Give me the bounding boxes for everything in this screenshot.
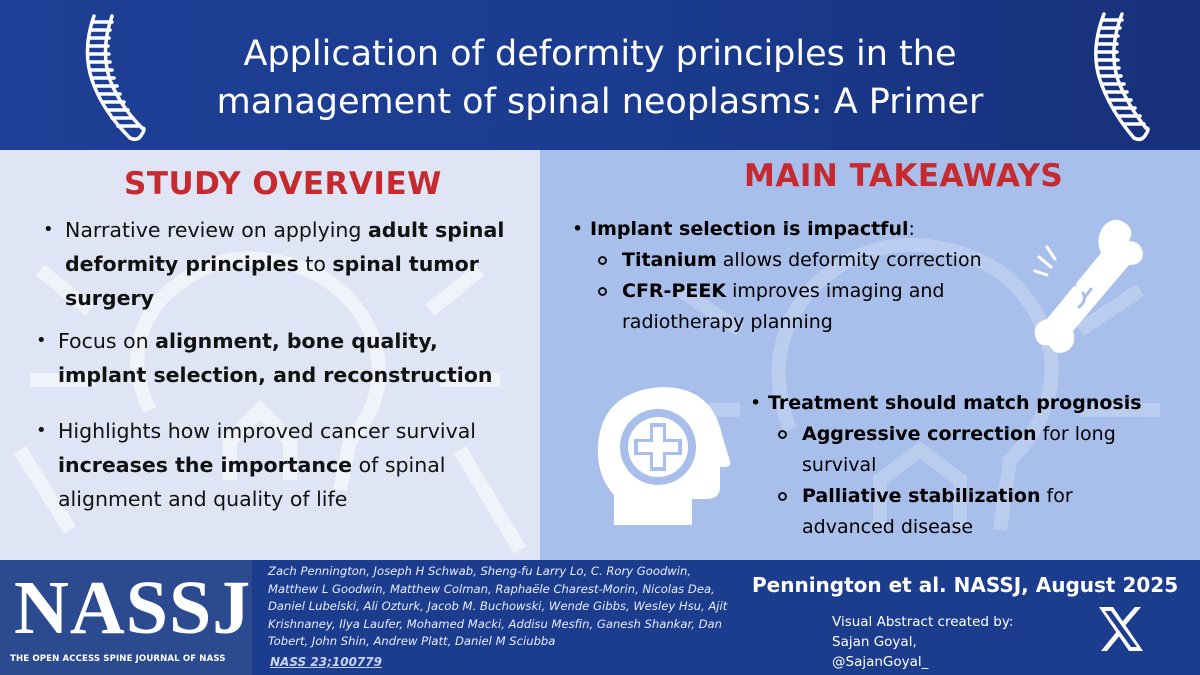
bullet-dot: • [36, 420, 47, 441]
bullet-text: to [298, 252, 333, 276]
bullet-dot: • [36, 330, 47, 351]
bullet-ring [598, 256, 607, 265]
study-overview-heading: STUDY OVERVIEW [124, 166, 442, 202]
sub-bold-text: Palliative stabilization [802, 485, 1041, 507]
author-list: Zach Pennington, Joseph H Schwab, Sheng-… [268, 564, 728, 648]
list-item: • Implant selection is impactful: [572, 214, 1012, 245]
bullet-bold-text: spinal tumor surgery [65, 252, 479, 310]
main-takeaways-heading: MAIN TAKEAWAYS [744, 158, 1064, 194]
bullet-bold-text: adult spinal deformity principles [65, 218, 505, 276]
list-item: • Narrative review on applying adult spi… [43, 213, 535, 315]
sub-list-item: CFR-PEEK improves imaging and radiothera… [588, 276, 1012, 338]
bullet-ring [598, 287, 607, 296]
header-banner [0, 0, 1200, 150]
bullet-bold-text: Implant selection is impactful [590, 218, 909, 240]
journal-reference: Pennington et al. NASSJ, August 2025 [752, 573, 1179, 597]
sub-bold-text: CFR-PEEK [622, 280, 727, 302]
bone-icon [1033, 219, 1143, 353]
takeaway-point-2: • Treatment should match prognosis Aggre… [750, 388, 1190, 543]
bullet-ring [778, 492, 787, 501]
list-item: • Highlights how improved cancer surviva… [36, 414, 528, 516]
sub-text: for long survival [802, 423, 1116, 476]
sub-text: for advanced disease [802, 485, 1073, 538]
credit-handle[interactable]: @SajanGoyal_ [832, 654, 929, 670]
page-title: Application of deformity principles in t… [170, 30, 1030, 126]
sub-list-item: Titanium allows deformity correction [588, 245, 1012, 276]
bullet-text: of spinal alignment and quality of life [58, 453, 446, 511]
logo-subtitle: THE OPEN ACCESS SPINE JOURNAL OF NASS [10, 654, 226, 664]
bullet-text: Focus on [58, 329, 156, 353]
bullet-dot: • [572, 218, 584, 240]
list-item: • Treatment should match prognosis [750, 388, 1190, 419]
main-takeaways-panel: MAIN TAKEAWAYS • Implant selection is im… [540, 150, 1200, 560]
sub-text: allows deformity correction [716, 249, 982, 271]
sub-list-item: Palliative stabilization for advanced di… [768, 481, 1168, 543]
list-item: • Focus on alignment, bone quality, impl… [36, 324, 528, 392]
overview-bullets: • Highlights how improved cancer surviva… [36, 414, 528, 516]
x-logo-icon[interactable] [1095, 603, 1147, 655]
spine-icon [1094, 12, 1150, 142]
lightbulb-watermark-icon [660, 238, 1160, 531]
sub-bold-text: Titanium [622, 249, 717, 271]
credit-label: Visual Abstract created by: [832, 614, 1014, 630]
logo-text: NASSJ [14, 566, 252, 650]
bullet-bold-text: alignment, bone quality, implant selecti… [58, 329, 493, 387]
overview-bullets: • Focus on alignment, bone quality, impl… [36, 324, 528, 392]
title-line: Application of deformity principles in t… [243, 34, 957, 74]
bullet-text: : [908, 218, 915, 240]
citation-link[interactable]: NASS 23;100779 [270, 655, 382, 669]
bullet-text: Highlights how improved cancer survival [58, 419, 477, 443]
bullet-dot: • [43, 219, 54, 240]
credit-author: Sajan Goyal, [832, 634, 917, 650]
bullet-ring [778, 430, 787, 439]
lightbulb-watermark-icon [14, 251, 527, 554]
head-medical-cross-icon [597, 387, 731, 525]
bullet-bold-text: Treatment should match prognosis [768, 392, 1142, 414]
spine-icon [85, 14, 146, 142]
sub-bold-text: Aggressive correction [802, 423, 1037, 445]
study-overview-panel: STUDY OVERVIEW • Narrative review on app… [0, 150, 540, 560]
journal-logo: NASSJ THE OPEN ACCESS SPINE JOURNAL OF N… [0, 560, 252, 675]
sub-text: improves imaging and radiotherapy planni… [622, 280, 945, 333]
title-line: management of spinal neoplasms: A Primer [216, 82, 984, 122]
visual-abstract-credit: Visual Abstract created by: Sajan Goyal,… [832, 612, 1013, 672]
bullet-dot: • [750, 392, 762, 414]
bullet-bold-text: increases the importance [58, 453, 353, 477]
takeaway-point-1: • Implant selection is impactful: Titani… [572, 214, 1012, 338]
sub-list-item: Aggressive correction for long survival [768, 419, 1168, 481]
overview-bullets: • Narrative review on applying adult spi… [43, 213, 535, 315]
bullet-text: Narrative review on applying [65, 218, 368, 242]
